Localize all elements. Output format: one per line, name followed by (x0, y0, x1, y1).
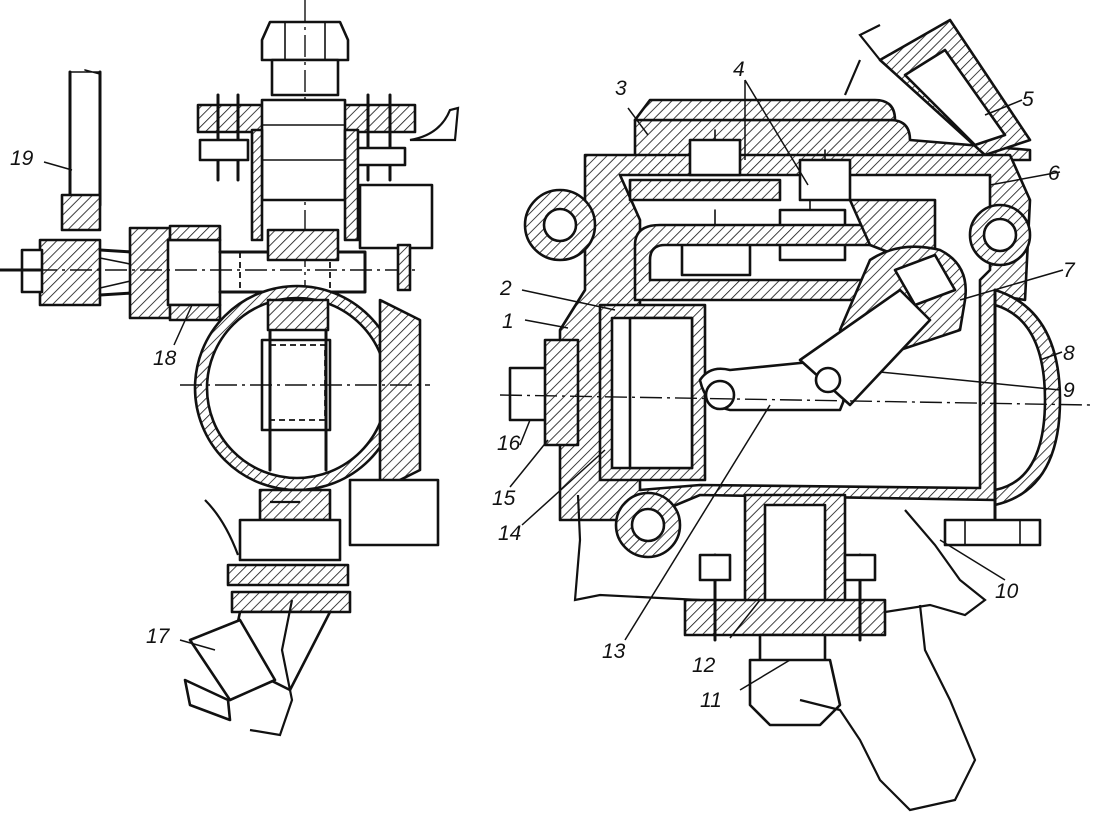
side-boss (348, 478, 440, 547)
pipe-19 (60, 69, 102, 232)
callout-9: 9 (1063, 379, 1075, 402)
callout-6: 6 (1048, 162, 1060, 185)
mounting-lugs (523, 188, 1032, 559)
lever-assembly (698, 245, 967, 412)
callout-7: 7 (1063, 259, 1076, 282)
left-view (0, 0, 460, 737)
callout-13: 13 (602, 640, 626, 663)
callout-11: 11 (700, 689, 722, 712)
bolt-10 (943, 518, 1042, 547)
round-chamber (180, 284, 430, 492)
callout-17: 17 (146, 625, 171, 648)
side-cover-8 (993, 288, 1062, 522)
top-flange (196, 93, 460, 202)
valve-body-neck (250, 128, 434, 292)
callout-2: 2 (499, 277, 512, 300)
left-spindle (0, 224, 420, 322)
inlet-16 (508, 338, 580, 447)
callout-16: 16 (497, 432, 521, 455)
callout-14: 14 (498, 522, 521, 545)
callout-18: 18 (153, 347, 177, 370)
angled-cap-5 (843, 18, 1032, 157)
callout-1: 1 (502, 310, 514, 333)
piston-14 (598, 303, 707, 482)
bottom-outlet (683, 493, 887, 727)
right-view (499, 18, 1091, 812)
callout-12: 12 (692, 654, 716, 677)
lower-nozzle (183, 488, 352, 737)
leader-lines (43, 79, 1064, 691)
callout-labels: 1 2 3 4 5 6 7 8 9 10 11 12 13 14 15 16 1… (10, 58, 1076, 712)
callout-15: 15 (492, 487, 516, 510)
callout-19: 19 (10, 147, 34, 170)
chains (573, 494, 987, 812)
callout-4: 4 (733, 58, 745, 81)
callout-3: 3 (615, 77, 627, 100)
callout-5: 5 (1022, 88, 1034, 111)
callout-8: 8 (1063, 342, 1075, 365)
callout-10: 10 (995, 580, 1019, 603)
